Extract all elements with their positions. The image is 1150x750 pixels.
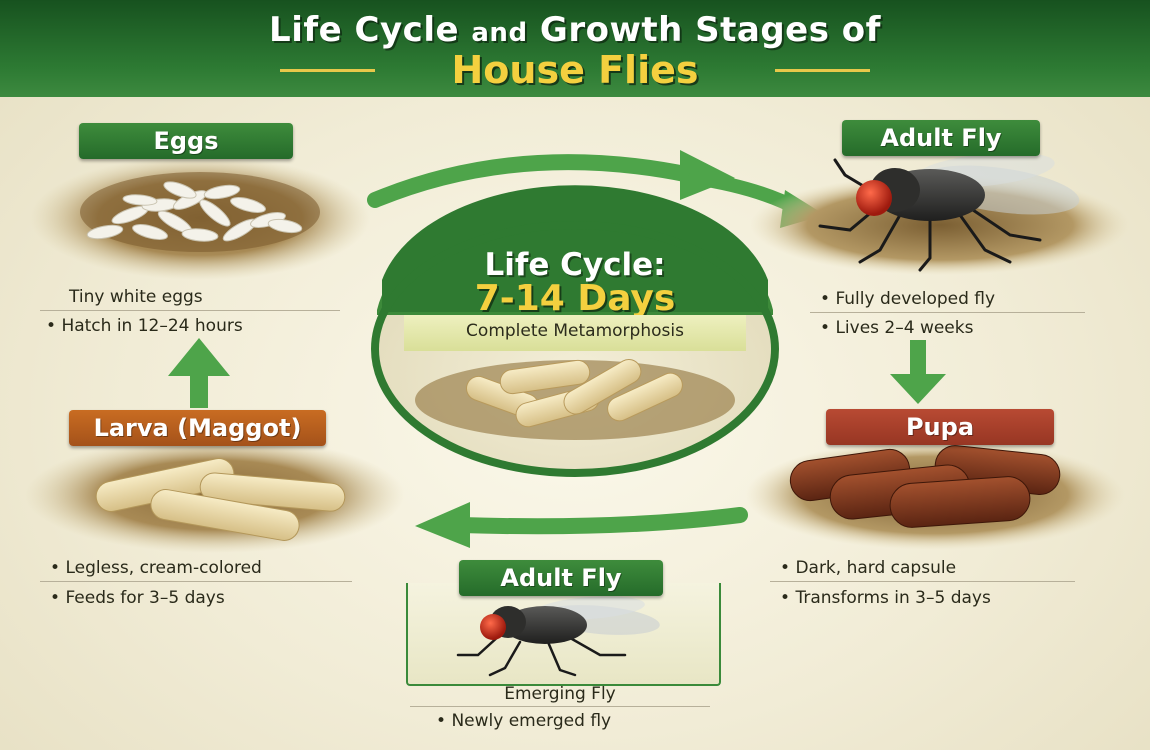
emerging-note-row: • Newly emerged fly xyxy=(436,711,611,731)
emerging-caption: Emerging Fly xyxy=(400,684,720,704)
emerging-note: Newly emerged fly xyxy=(451,711,611,731)
emerging-label: Adult Fly xyxy=(459,560,663,596)
emerging-divider xyxy=(410,706,710,707)
